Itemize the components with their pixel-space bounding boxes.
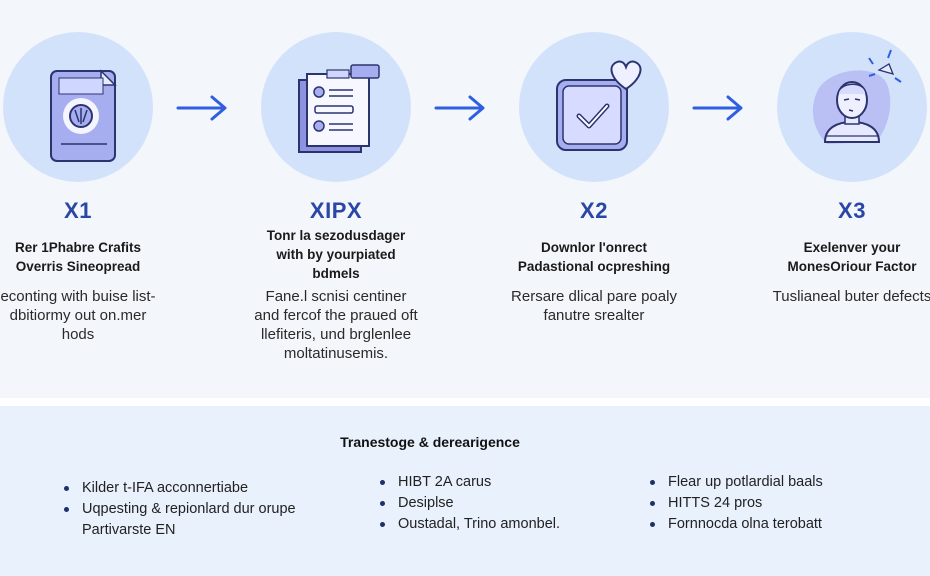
list-item: HITTS 24 pros [648, 493, 928, 514]
step-4-desc-line: Tuslianeal buter defects [772, 288, 930, 305]
step-4-title: Exelenver your MonesOriour Factor [722, 238, 930, 276]
step-1-description: econting with buise list- dbitiormy out … [0, 287, 208, 344]
step-3-title: Downlor l'onrect Padastional ocpreshing [464, 238, 724, 276]
step-4-description: Tuslianeal buter defects [722, 287, 930, 306]
step-1-code: X1 [64, 198, 92, 223]
step-1-title: Rer 1Phabre Crafits Overris Sineopread [0, 238, 208, 276]
step-4-icon-circle [777, 32, 927, 182]
list-item: Kilder t-IFA acconnertiabe [62, 478, 352, 499]
step-3-title-line: Downlor l'onrect [541, 240, 647, 255]
step-4-title-line: MonesOriour Factor [787, 259, 917, 274]
summary-list-1: Kilder t-IFA acconnertiabe Uqpesting & r… [62, 478, 352, 541]
step-3-code: X2 [580, 198, 608, 223]
process-steps-section: X1 Rer 1Phabre Crafits Overris Sineoprea… [0, 32, 930, 363]
step-3-desc-line: Rersare dlical pare poaly [511, 288, 677, 305]
step-1-desc-line: hods [61, 326, 95, 343]
arrow-right-icon [176, 95, 227, 121]
step-3-desc-line: fanutre srealter [543, 307, 645, 324]
step-2-title-line: Tonr la sezodusdager [266, 228, 406, 243]
checkbox-heart-icon [556, 60, 642, 151]
step-1-desc-line: econting with buise list- [0, 288, 156, 305]
summary-panel: Tranestoge & derearigence Kilder t-IFA a… [0, 406, 930, 576]
summary-heading: Tranestoge & derearigence [340, 434, 520, 450]
step-4-title-line: Exelenver your [803, 240, 901, 255]
arrow-right-icon [692, 95, 743, 121]
step-2-icon-circle [261, 32, 411, 182]
arrow-right-icon [434, 95, 485, 121]
step-1-icon-circle [3, 32, 153, 182]
step-3-title-line: Padastional ocpreshing [517, 259, 671, 274]
list-item: HIBT 2A carus [378, 472, 638, 493]
list-item: Uqpesting & repionlard dur orupe Partiva… [62, 499, 352, 541]
section-divider [0, 398, 930, 406]
list-item: Fornnocda olna terobatt [648, 514, 928, 535]
summary-list-2: HIBT 2A carus Desiplse Oustadal, Trino a… [378, 472, 638, 535]
step-2-desc-line: llefiteris, und brglenlee [260, 326, 412, 343]
step-2-description: Fane.l scnisi centiner and fercof the pr… [206, 287, 466, 363]
step-2-desc-line: and fercof the praued oft [254, 307, 418, 324]
person-alert-icon [812, 49, 902, 144]
step-2-code: XIPX [309, 198, 363, 223]
step-2-title: Tonr la sezodusdager with by yourpiated … [206, 226, 466, 283]
step-1-title-line: Overris Sineopread [15, 259, 141, 274]
step-2-title-line: bdmels [312, 266, 360, 281]
step-2-desc-line: Fane.l scnisi centiner [265, 288, 407, 305]
step-1-desc-line: dbitiormy out on.mer [9, 307, 147, 324]
step-4-code: X3 [838, 198, 866, 223]
list-item: Oustadal, Trino amonbel. [378, 514, 638, 535]
step-2-desc-line: moltatinusemis. [283, 345, 389, 362]
list-item: Flear up potlardial baals [648, 472, 928, 493]
step-2-title-line: with by yourpiated [276, 247, 396, 262]
step-1-title-line: Rer 1Phabre Crafits [14, 240, 142, 255]
clipboard-checklist-icon [298, 64, 380, 153]
step-3-description: Rersare dlical pare poaly fanutre srealt… [464, 287, 724, 325]
list-item: Desiplse [378, 493, 638, 514]
document-file-icon [50, 69, 117, 162]
summary-list-3: Flear up potlardial baals HITTS 24 pros … [648, 472, 928, 535]
step-3-icon-circle [519, 32, 669, 182]
